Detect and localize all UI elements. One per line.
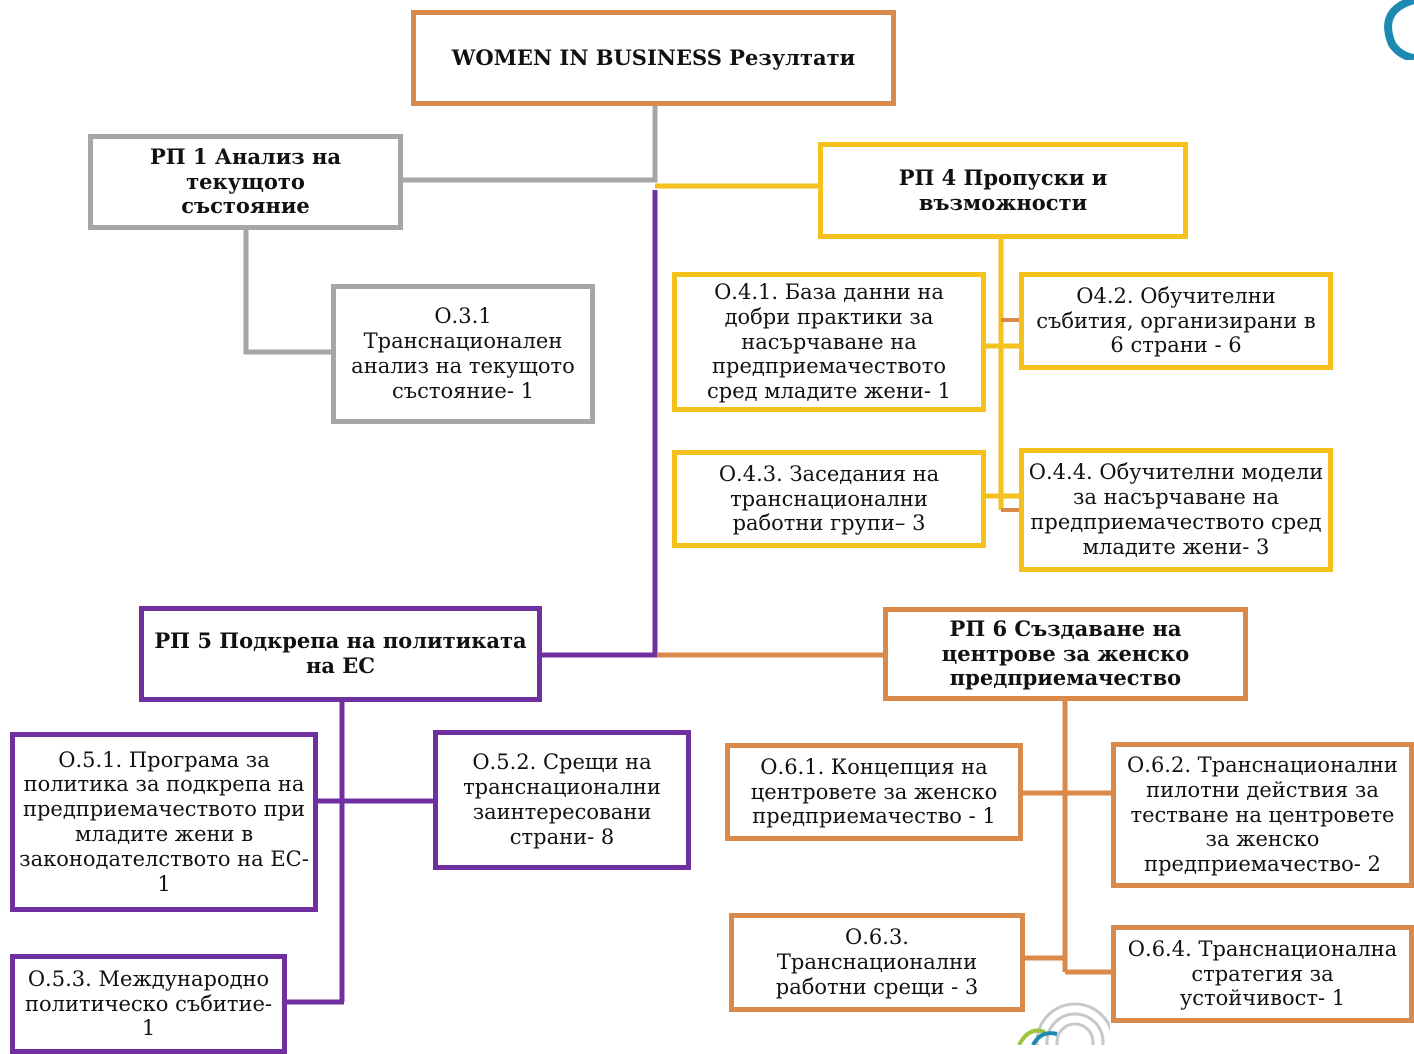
wp1-box: РП 1 Анализ на текущото състояние [88, 134, 403, 230]
wp5-output-2-text: О.5.2. Срещи на транснационални заинтере… [463, 750, 661, 849]
logo-top-right-icon [1384, 0, 1414, 60]
root-box: WOMEN IN BUSINESS Резултати [411, 10, 896, 106]
wp6-output-3-text: О.6.3. Транснационални работни срещи - 3 [775, 925, 979, 999]
wp6-output-2-text: О.6.2. Транснационални пилотни действия … [1127, 753, 1398, 877]
wp6-output-2: О.6.2. Транснационални пилотни действия … [1111, 742, 1414, 888]
wp1-title: РП 1 Анализ на текущото състояние [149, 143, 341, 219]
root-title: WOMEN IN BUSINESS Резултати [451, 44, 856, 70]
wp6-output-3: О.6.3. Транснационални работни срещи - 3 [729, 913, 1025, 1012]
wp5-title: РП 5 Подкрепа на политиката на ЕС [154, 628, 527, 678]
wp5-output-3-text: О.5.3. Международно политическо събитие-… [25, 966, 273, 1041]
wp1-output-1: О.3.1 Транснационален анализ на текущото… [331, 284, 595, 424]
wp4-output-2-text: О4.2. Обучителни събития, организирани в… [1036, 283, 1316, 358]
wp4-output-4-text: О.4.4. Обучителни модели за насърчаване … [1028, 460, 1324, 559]
wp4-output-4: О.4.4. Обучителни модели за насърчаване … [1019, 448, 1333, 572]
wp6-output-4-text: О.6.4. Транснационална стратегия за усто… [1127, 936, 1398, 1011]
wp4-output-3: О.4.3. Заседания на транснационални рабо… [672, 450, 986, 548]
wp5-output-1-text: О.5.1. Програма за политика за подкрепа … [19, 747, 309, 896]
connector-wp1-out1 [243, 228, 333, 355]
wp4-output-1-text: О.4.1. База данни на добри практики за н… [707, 280, 951, 404]
wp6-box: РП 6 Създаване на центрове за женско пре… [883, 607, 1248, 701]
wp6-output-4: О.6.4. Транснационална стратегия за усто… [1111, 925, 1414, 1023]
wp4-output-3-text: О.4.3. Заседания на транснационални рабо… [718, 461, 940, 536]
wp4-title: РП 4 Пропуски и възможности [898, 164, 1108, 215]
wp5-box: РП 5 Подкрепа на политиката на ЕС [139, 606, 542, 702]
wp6-output-1-text: О.6.1. Концепция на центровете за женско… [750, 754, 998, 829]
wp5-output-2: О.5.2. Срещи на транснационални заинтере… [433, 730, 691, 870]
wp1-output-1-text: О.3.1 Транснационален анализ на текущото… [351, 304, 575, 403]
wp4-box: РП 4 Пропуски и възможности [818, 142, 1188, 239]
wp4-output-1: О.4.1. База данни на добри практики за н… [672, 272, 986, 412]
wp6-output-1: О.6.1. Концепция на центровете за женско… [725, 743, 1023, 841]
wp5-output-1: О.5.1. Програма за политика за подкрепа … [10, 732, 318, 912]
wp4-output-2: О4.2. Обучителни събития, организирани в… [1019, 272, 1333, 370]
wp6-title: РП 6 Създаване на центрове за женско пре… [941, 615, 1190, 691]
wp5-output-3: О.5.3. Международно политическо събитие-… [10, 954, 287, 1054]
connector-root-to-wp1 [400, 105, 658, 183]
logo-bottom-icon [1017, 1002, 1110, 1045]
